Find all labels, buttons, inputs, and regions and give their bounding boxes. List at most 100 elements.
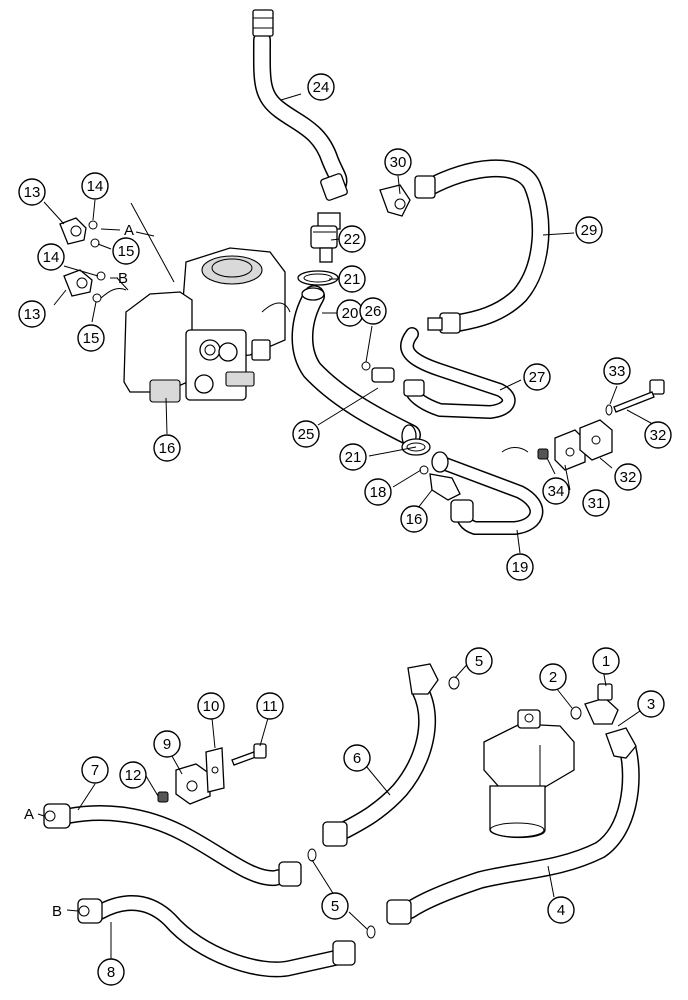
fitting-13-a <box>59 217 87 245</box>
svg-text:22: 22 <box>344 231 361 248</box>
seal-14-b <box>96 271 106 281</box>
tube-19 <box>431 451 544 535</box>
svg-text:15: 15 <box>83 330 100 347</box>
elbow-fitting-29 <box>379 184 411 217</box>
tube-27 <box>400 327 516 419</box>
svg-text:1: 1 <box>602 653 610 670</box>
svg-text:13: 13 <box>24 306 41 323</box>
callout-25: 25 <box>292 420 320 448</box>
seal-5-a <box>448 676 460 690</box>
svg-text:26: 26 <box>365 303 382 320</box>
svg-text:9: 9 <box>163 736 171 753</box>
callout-13-a: 13 <box>18 178 46 206</box>
svg-text:10: 10 <box>203 698 220 715</box>
svg-text:20: 20 <box>342 305 359 322</box>
elbow-fitting-1 <box>584 683 619 725</box>
callout-26: 26 <box>359 297 387 325</box>
tee-fitting-22 <box>310 212 341 263</box>
nut-34 <box>537 448 549 460</box>
svg-text:7: 7 <box>91 762 99 779</box>
svg-text:29: 29 <box>581 222 598 239</box>
callout-18: 18 <box>364 478 392 506</box>
callout-17: 16 <box>400 505 428 533</box>
hose-clamp-21-top <box>297 270 339 286</box>
callout-20: 20 <box>336 299 364 327</box>
callout-1: 1 <box>592 647 620 675</box>
hose-4 <box>386 727 640 925</box>
callout-29: 30 <box>384 148 412 176</box>
callout-21-lower: 21 <box>339 443 367 471</box>
control-valve-16 <box>123 247 291 403</box>
svg-text:14: 14 <box>43 249 60 266</box>
callout-27: 27 <box>523 363 551 391</box>
svg-text:24: 24 <box>313 79 330 96</box>
label-b-top: B <box>118 270 128 287</box>
svg-text:34: 34 <box>548 483 565 500</box>
svg-text:15: 15 <box>118 243 135 260</box>
clamp-half-31 <box>579 419 613 461</box>
plate-10 <box>205 747 225 793</box>
label-b-lower: B <box>52 903 62 920</box>
callout-15-a: 15 <box>112 237 140 265</box>
callout-22: 22 <box>338 225 366 253</box>
callout-4: 4 <box>547 896 575 924</box>
svg-text:12: 12 <box>125 767 142 784</box>
hose-20 <box>291 285 421 448</box>
nut-12 <box>157 791 169 803</box>
svg-text:16: 16 <box>406 511 423 528</box>
svg-text:14: 14 <box>87 178 104 195</box>
svg-text:18: 18 <box>370 484 387 501</box>
clamp-half-30 <box>554 429 586 471</box>
svg-text:16: 16 <box>159 440 176 457</box>
callout-11: 11 <box>256 692 284 720</box>
seal-5-c <box>366 925 376 939</box>
callout-16: 16 <box>153 434 181 462</box>
seal-14-a <box>88 220 98 230</box>
seal-15-a <box>90 238 100 248</box>
callout-15-b: 15 <box>77 324 105 352</box>
washer-33 <box>605 404 613 416</box>
tube-8 <box>77 895 356 978</box>
svg-text:30: 30 <box>390 154 407 171</box>
hose-28 <box>414 159 550 334</box>
callout-3: 3 <box>637 690 665 718</box>
label-a-lower: A <box>24 806 34 823</box>
svg-text:5: 5 <box>475 653 483 670</box>
callout-24: 24 <box>307 73 335 101</box>
filter-assembly <box>483 709 575 839</box>
callout-2: 2 <box>539 663 567 691</box>
callout-14-b: 14 <box>37 243 65 271</box>
seal-5-b <box>307 848 317 862</box>
callout-10: 10 <box>197 692 225 720</box>
callout-33: 33 <box>603 357 631 385</box>
callout-6: 6 <box>343 744 371 772</box>
seal-15-b <box>92 293 102 303</box>
svg-text:31: 31 <box>588 495 605 512</box>
svg-text:13: 13 <box>24 184 41 201</box>
callout-14-a: 14 <box>81 172 109 200</box>
tube-7 <box>43 803 302 887</box>
svg-text:4: 4 <box>557 902 565 919</box>
seal-2 <box>570 706 582 720</box>
callout-19: 19 <box>506 553 534 581</box>
svg-text:19: 19 <box>512 559 529 576</box>
svg-text:11: 11 <box>262 698 278 715</box>
callout-31: 32 <box>614 463 642 491</box>
svg-text:33: 33 <box>609 363 626 380</box>
label-a-top: A <box>124 222 134 239</box>
svg-text:21: 21 <box>344 271 361 288</box>
callout-8: 8 <box>97 958 125 986</box>
svg-text:21: 21 <box>345 449 362 466</box>
bolt-11 <box>231 743 267 766</box>
clamp-block-9 <box>175 763 211 805</box>
svg-text:5: 5 <box>331 898 339 915</box>
svg-text:6: 6 <box>353 750 361 767</box>
svg-text:32: 32 <box>650 427 667 444</box>
hose-6 <box>322 663 439 847</box>
callout-32: 32 <box>644 421 672 449</box>
leader-lines <box>37 93 661 959</box>
callout-28: 29 <box>575 216 603 244</box>
callout-5-b: 5 <box>321 892 349 920</box>
callout-13-b: 13 <box>18 300 46 328</box>
